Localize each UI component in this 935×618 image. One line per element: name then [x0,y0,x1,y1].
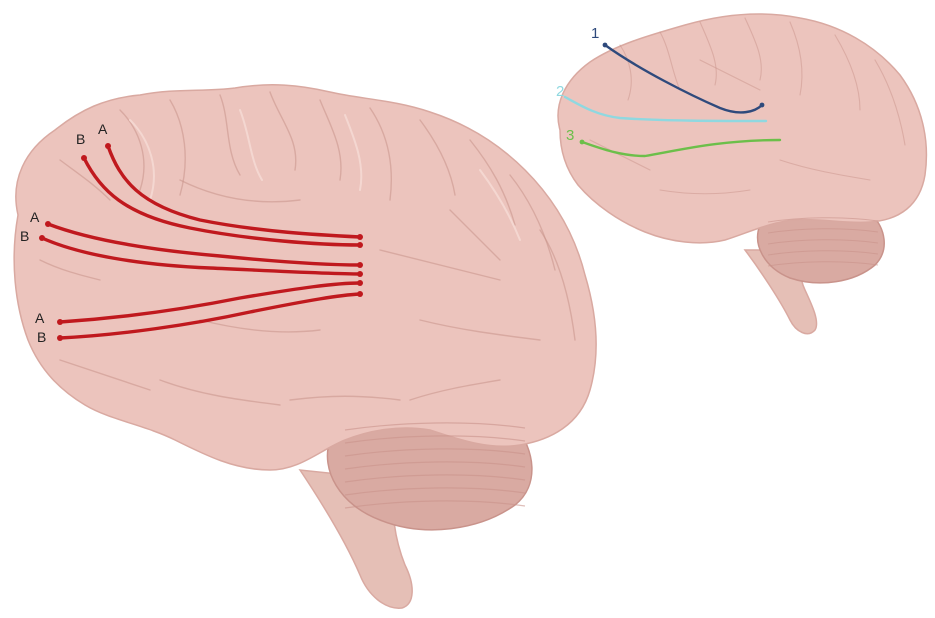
large-sulcus [539,229,576,341]
large-sulcus [219,94,241,176]
tract-endpoint [57,335,63,341]
large-gyri-folds [39,91,576,509]
cerebellum-folium [344,448,526,457]
red-tract [46,222,362,267]
cerebellum-folium [344,422,526,431]
small-cerebellum-folium [767,228,879,234]
large-sulcus [159,379,281,406]
tract-2 [563,95,768,123]
small-sulcus [874,59,906,146]
cerebellum-folium [344,435,526,444]
small-sulcus [589,139,651,171]
small-tract-endpoint [759,102,765,108]
label-low-a: A [35,310,45,326]
large-gyrus-highlight [239,109,263,181]
label-top-a: A [98,121,108,137]
small-sulcus [789,21,803,96]
label-low-b: B [37,329,46,345]
small-cerebellum-folium [767,261,879,267]
large-sulcus [379,249,501,281]
small-tract-endpoint [602,42,608,48]
red-tract [58,292,362,340]
tract-endpoint [357,280,363,286]
red-tract [40,236,362,276]
large-gyrus-highlight [479,169,521,241]
tract-endpoint [357,242,363,248]
small-cerebrum [557,13,928,244]
tract-endpoint [105,143,111,149]
large-sulcus [409,379,501,401]
large-sulcus [59,159,111,201]
red-tract [106,144,362,239]
small-cerebellum-folium [767,250,879,256]
large-sulcus [199,319,321,333]
large-sulcus [419,319,541,341]
large-sulcus [269,91,297,171]
cerebellum-folium [344,487,526,496]
small-sulcus [744,17,762,81]
label-mid-a: A [30,209,40,225]
tract-endpoint [357,262,363,268]
small-cerebellum-folium [767,239,879,245]
small-cerebellum-folium [767,217,879,223]
small-sulcus [659,31,681,91]
cerebellum-folium [344,461,526,470]
tract-1 [603,43,764,114]
cerebellum-folium [344,500,526,509]
small-sulcus [699,21,717,86]
tract-endpoint [39,235,45,241]
small-sulcus [834,34,861,111]
small-tract-endpoint [579,139,585,145]
tract-endpoint [357,271,363,277]
large-sulcus [469,139,516,226]
tract-endpoint [357,234,363,240]
tract-endpoint [81,155,87,161]
small-sulcus [619,44,632,101]
label-top-b: B [76,131,85,147]
label-tract-2: 2 [556,83,564,100]
large-sulcus [289,395,401,401]
large-sulcus [419,119,456,196]
cerebellum-folium [344,474,526,483]
large-sulcus [319,99,342,181]
label-tract-3: 3 [566,127,574,144]
large-brain: B A A B A B [13,84,597,609]
large-sulcus [119,109,145,191]
large-sulcus [179,179,301,203]
large-sulcus [59,359,151,391]
red-tract [82,156,362,247]
label-mid-b: B [20,228,29,244]
large-sulcus [369,107,392,201]
red-tract [58,281,362,324]
tract-endpoint [357,291,363,297]
large-sulcus [169,99,186,196]
tract-endpoint [57,319,63,325]
small-sulcus [699,59,761,91]
large-gyrus-highlight [344,114,363,191]
large-sulcus [39,259,101,281]
tract-3 [580,138,782,158]
large-sulcus [449,209,501,261]
small-sulcus [779,159,871,181]
small-brain: 1 2 3 [556,13,928,335]
large-cerebrum [13,84,597,471]
tract-endpoint [45,221,51,227]
small-sulcus [659,189,751,195]
small-gyri-folds [589,17,906,267]
large-gyrus-highlight [129,119,155,201]
large-sulcus [509,174,556,271]
label-tract-1: 1 [591,25,599,42]
large-tracts [39,143,363,341]
